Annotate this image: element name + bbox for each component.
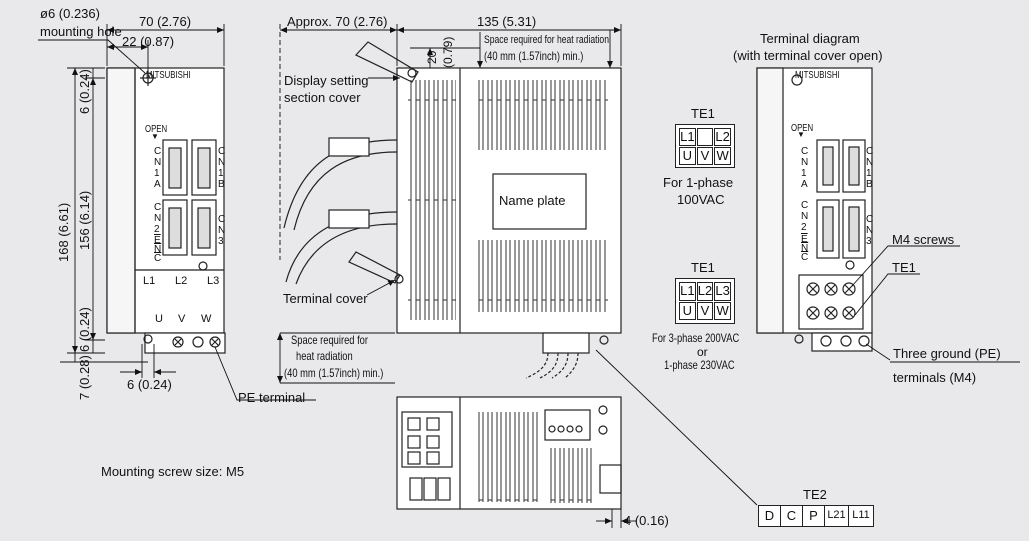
ground-line2: terminals (M4) xyxy=(893,370,977,385)
te2-cell: C xyxy=(781,506,803,526)
side-view-dimensions xyxy=(277,24,622,384)
front-enc: E N C xyxy=(154,235,162,264)
heat-top-line1: Space required for heat radiation xyxy=(484,34,609,46)
front-view-dimensions xyxy=(38,24,316,401)
front-cn2: C N 2 xyxy=(154,202,162,235)
front-bottom-offset-dim: 7 (0.28) xyxy=(77,355,92,400)
te1-three-cell: L2 xyxy=(696,282,714,301)
heat-bottom-line3: (40 mm (1.57inch) min.) xyxy=(284,366,384,380)
td-cn1a: C N 1 A xyxy=(801,146,809,190)
te1-three-cell: V xyxy=(696,301,714,320)
te1-three-title: TE1 xyxy=(691,260,715,275)
te1-single-cell: V xyxy=(696,147,714,165)
terminal-diagram-outline xyxy=(756,67,873,352)
td-cn1b: C N 1 B xyxy=(866,146,874,190)
front-foot-dim: 6 (0.24) xyxy=(127,377,172,392)
hole-diameter-label: ø6 (0.236) xyxy=(40,6,100,21)
front-width-dim: 70 (2.76) xyxy=(139,14,192,29)
front-bottom-margin-dim: 6 (0.24) xyxy=(77,307,92,352)
bottom-view-outline xyxy=(396,396,622,510)
mounting-screw-label: Mounting screw size: M5 xyxy=(101,464,245,479)
approx-depth-dim: Approx. 70 (2.76) xyxy=(287,14,388,29)
hole-label: mounting hole xyxy=(40,24,122,39)
td-te1-label: TE1 xyxy=(892,260,916,275)
front-l3: L3 xyxy=(207,275,220,287)
front-open-label: OPEN xyxy=(145,124,168,135)
te2-cell: L21 xyxy=(825,506,849,526)
terminal-diagram-title2: (with terminal cover open) xyxy=(733,48,883,63)
te1-single-title: TE1 xyxy=(691,106,715,121)
top-clearance-a: 20 xyxy=(425,50,439,64)
te2-cell: P xyxy=(803,506,825,526)
front-inner-height-dim: 156 (6.14) xyxy=(77,190,92,250)
front-brand: MITSUBISHI xyxy=(146,70,191,81)
m4-screws-label: M4 screws xyxy=(892,232,955,247)
te1-single-cell: U xyxy=(679,147,696,165)
pe-terminal-label: PE terminal xyxy=(238,390,306,405)
te1-three-cell: L3 xyxy=(714,282,731,301)
front-hole-dim: 22 (0.87) xyxy=(122,34,175,49)
te1-single-block: L1 L2 U V W xyxy=(675,124,735,168)
front-view-outline xyxy=(106,67,226,354)
front-cn1a: C N 1 A xyxy=(154,146,162,190)
bottom-view-dimensions xyxy=(595,349,758,528)
front-cn1b: C N 1 B xyxy=(218,146,226,190)
terminal-cover-label: Terminal cover xyxy=(283,291,368,306)
heat-top-line2: (40 mm (1.57inch) min.) xyxy=(484,49,584,63)
front-w: W xyxy=(201,313,212,325)
front-v: V xyxy=(178,313,186,325)
te1-three-block: L1 L2 L3 U V W xyxy=(675,278,735,324)
front-open-arrow-icon: ▼ xyxy=(151,132,159,141)
display-cover-line2: section cover xyxy=(284,90,361,105)
side-view-outline xyxy=(283,41,622,379)
front-l2: L2 xyxy=(175,275,188,287)
terminal-diagram-title1: Terminal diagram xyxy=(760,31,860,46)
front-l1: L1 xyxy=(143,275,156,287)
terminal-diagram-leaders xyxy=(851,245,1020,363)
te1-single-cell: W xyxy=(714,147,731,165)
te1-single-cell: L2 xyxy=(714,128,731,146)
heat-bottom-line1: Space required for xyxy=(291,333,369,347)
te1-three-cell: W xyxy=(714,301,731,320)
front-cn3: C N 3 xyxy=(218,214,226,247)
td-brand: MITSUBISHI xyxy=(795,70,840,81)
front-height-dim: 168 (6.61) xyxy=(56,202,71,262)
heat-bottom-line2: heat radiation xyxy=(296,349,353,363)
te1-three-caption3: 1-phase 230VAC xyxy=(664,358,735,372)
te2-cell: D xyxy=(759,506,781,526)
te2-cell: L11 xyxy=(852,509,870,521)
te1-three-cell: U xyxy=(679,301,696,320)
top-clearance-b: (0.79) xyxy=(441,36,455,68)
te2-title: TE2 xyxy=(803,487,827,502)
te1-single-caption1: For 1-phase xyxy=(663,175,734,190)
front-top-margin-dim: 6 (0.24) xyxy=(77,69,92,114)
bottom-dim: 4 (0.16) xyxy=(624,513,669,528)
td-open-label: OPEN xyxy=(791,123,814,134)
te1-three-caption1: For 3-phase 200VAC xyxy=(652,331,740,345)
te1-single-caption2: 100VAC xyxy=(677,192,725,207)
name-plate-label: Name plate xyxy=(499,193,566,208)
depth-dim: 135 (5.31) xyxy=(477,14,537,29)
te1-single-cell xyxy=(696,128,714,146)
td-cn2: C N 2 xyxy=(801,200,809,233)
display-cover-line1: Display setting xyxy=(284,73,369,88)
td-cn3: C N 3 xyxy=(866,214,874,247)
ground-line1: Three ground (PE) xyxy=(893,346,1001,361)
td-enc: E N C xyxy=(801,234,809,263)
te1-three-caption2: or xyxy=(697,345,708,359)
td-open-arrow-icon: ▼ xyxy=(797,130,805,139)
front-u: U xyxy=(155,313,163,325)
te2-strip: D C P L21 L11 xyxy=(758,505,874,527)
te1-single-cell: L1 xyxy=(679,128,696,146)
te1-three-cell: L1 xyxy=(679,282,696,301)
